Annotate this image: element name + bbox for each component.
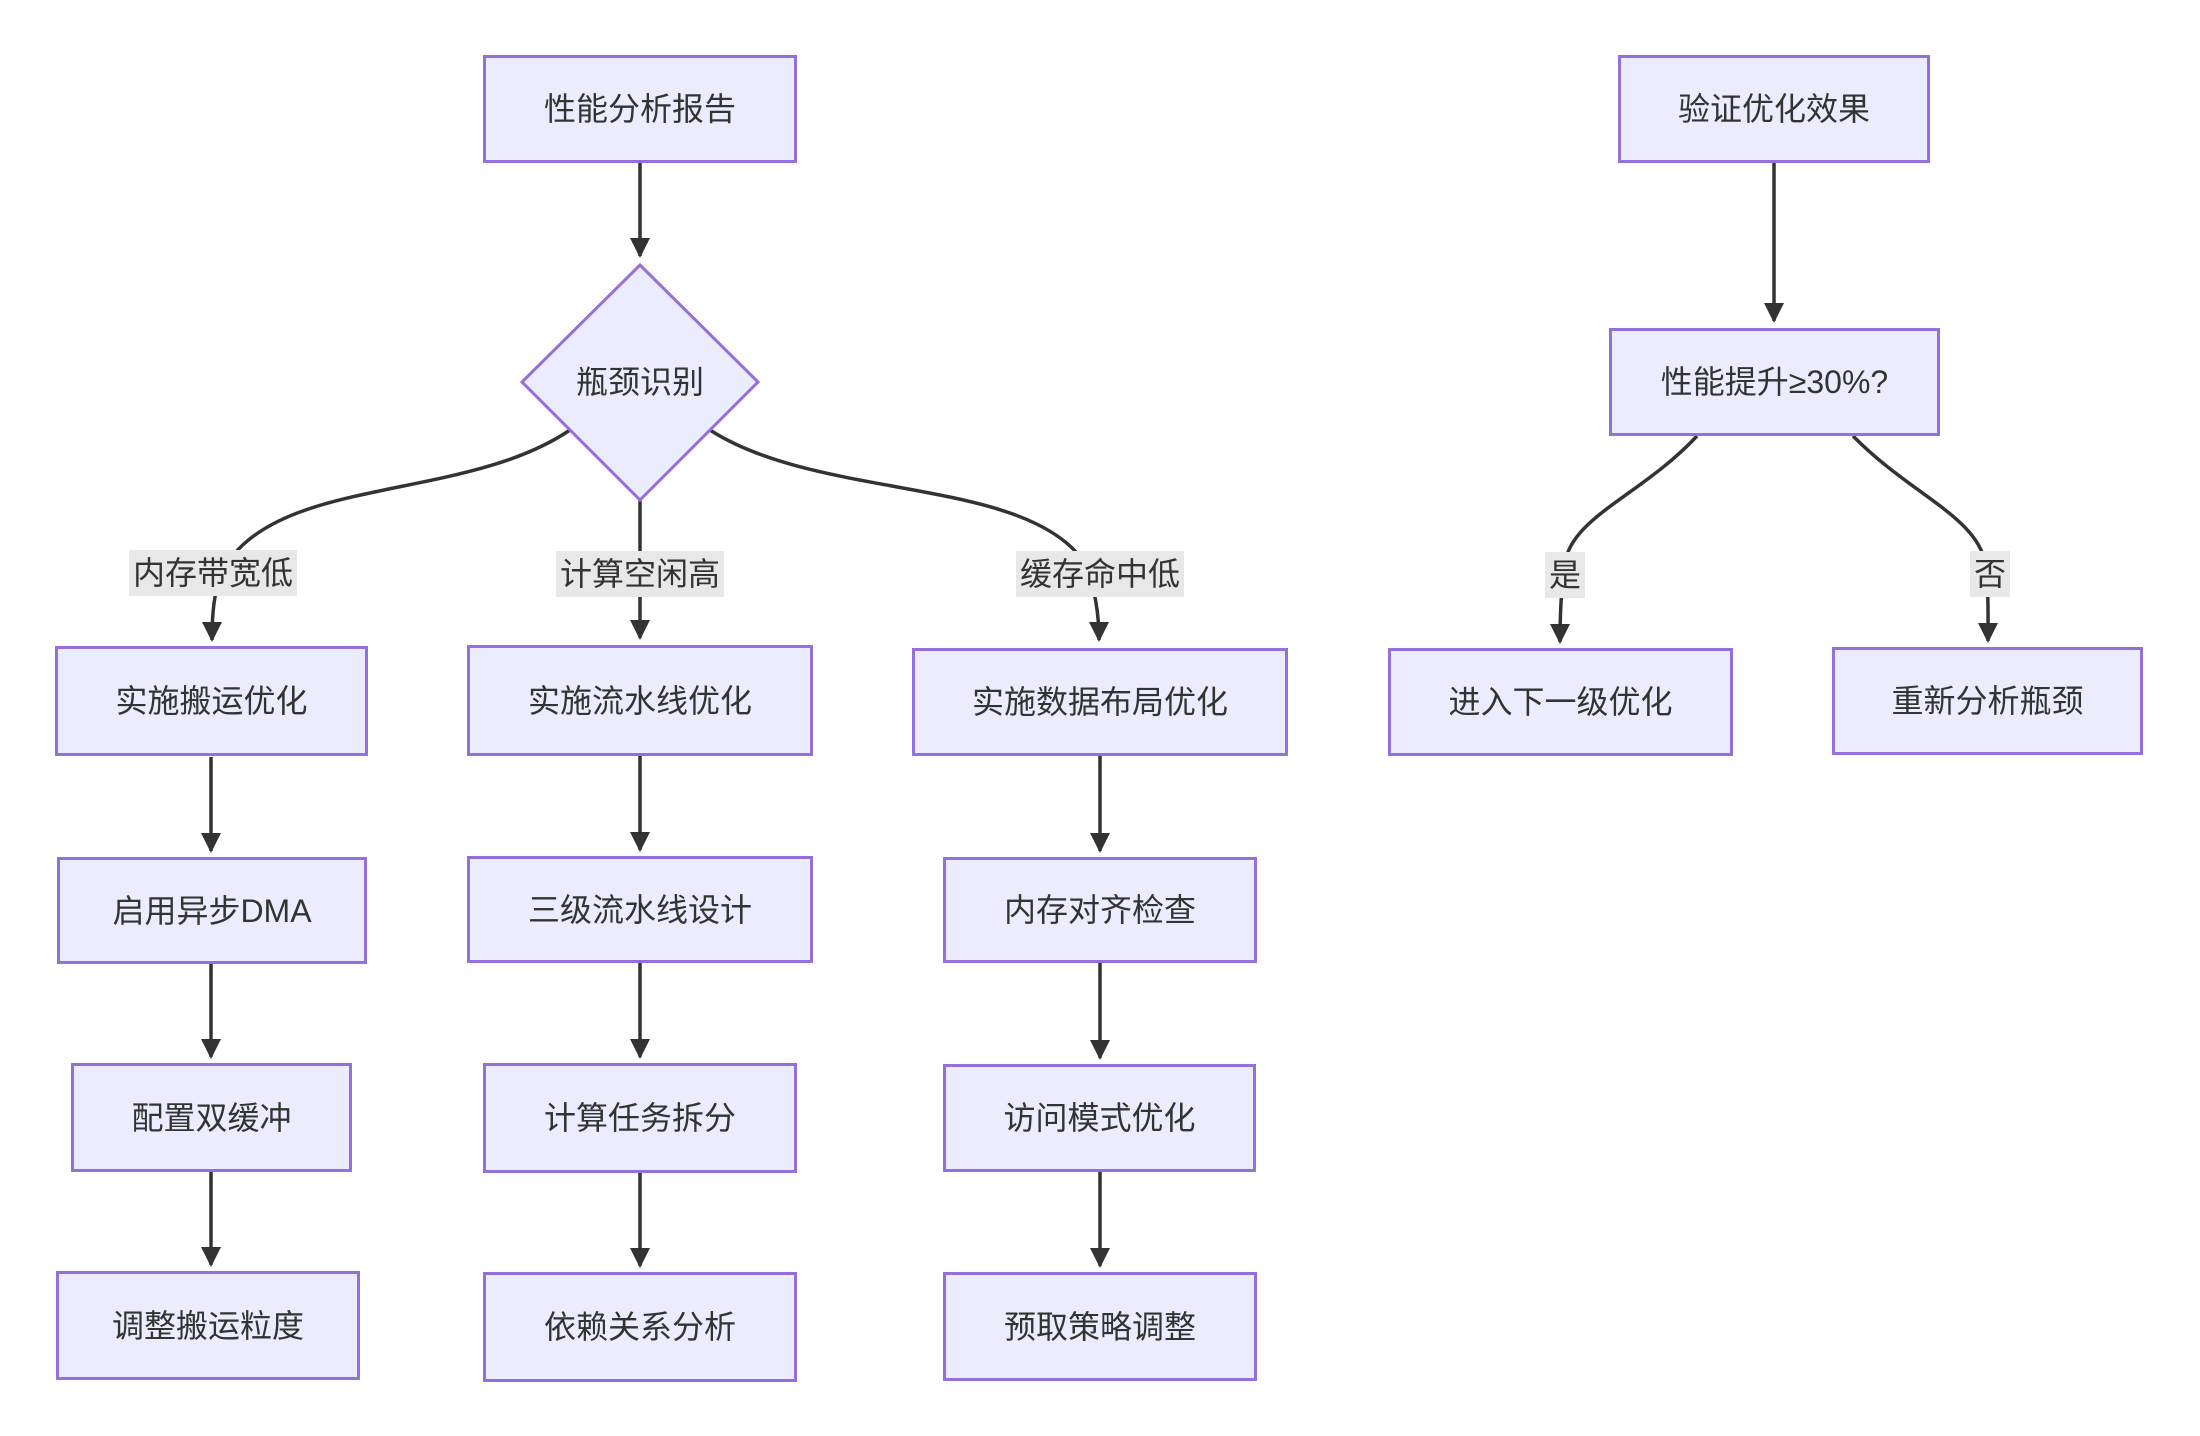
node-reanalyze-bottleneck: 重新分析瓶颈	[1832, 647, 2143, 755]
node-three-stage-pipeline: 三级流水线设计	[467, 856, 813, 963]
node-perf-gain-decision: 性能提升≥30%?	[1609, 328, 1940, 436]
node-double-buffer: 配置双缓冲	[71, 1063, 352, 1172]
edge-label-membw-low: 内存带宽低	[128, 550, 298, 596]
node-transfer-opt: 实施搬运优化	[55, 646, 368, 756]
node-task-split: 计算任务拆分	[483, 1063, 797, 1173]
node-memory-align-check: 内存对齐检查	[943, 857, 1257, 963]
node-transfer-granularity: 调整搬运粒度	[56, 1271, 360, 1380]
node-next-level-opt: 进入下一级优化	[1388, 648, 1733, 756]
edge-label-no: 否	[1969, 551, 2011, 597]
edge-decision-to-data-layout-opt	[709, 428, 1109, 642]
edge-decision-to-transfer-opt	[202, 428, 571, 642]
node-verify-effect: 验证优化效果	[1618, 55, 1930, 163]
edge-label-yes: 是	[1544, 552, 1586, 598]
node-bottleneck-decision-label: 瓶颈识别	[575, 364, 704, 400]
node-access-pattern-opt: 访问模式优化	[943, 1064, 1256, 1172]
node-data-layout-opt: 实施数据布局优化	[912, 648, 1288, 756]
node-prefetch-adjust: 预取策略调整	[943, 1272, 1257, 1381]
edge-label-compute-idle-high: 计算空闲高	[555, 551, 725, 597]
edge-label-cache-hit-low: 缓存命中低	[1015, 551, 1185, 597]
decision-diamond-shape	[519, 262, 761, 503]
edge-gain-yes-to-next-level	[1550, 434, 1699, 644]
node-dependency-analysis: 依赖关系分析	[483, 1272, 797, 1382]
node-async-dma: 启用异步DMA	[57, 857, 367, 964]
edge-gain-no-to-reanalyze	[1851, 434, 1999, 643]
node-performance-report: 性能分析报告	[483, 55, 797, 163]
node-pipeline-opt: 实施流水线优化	[467, 645, 813, 756]
